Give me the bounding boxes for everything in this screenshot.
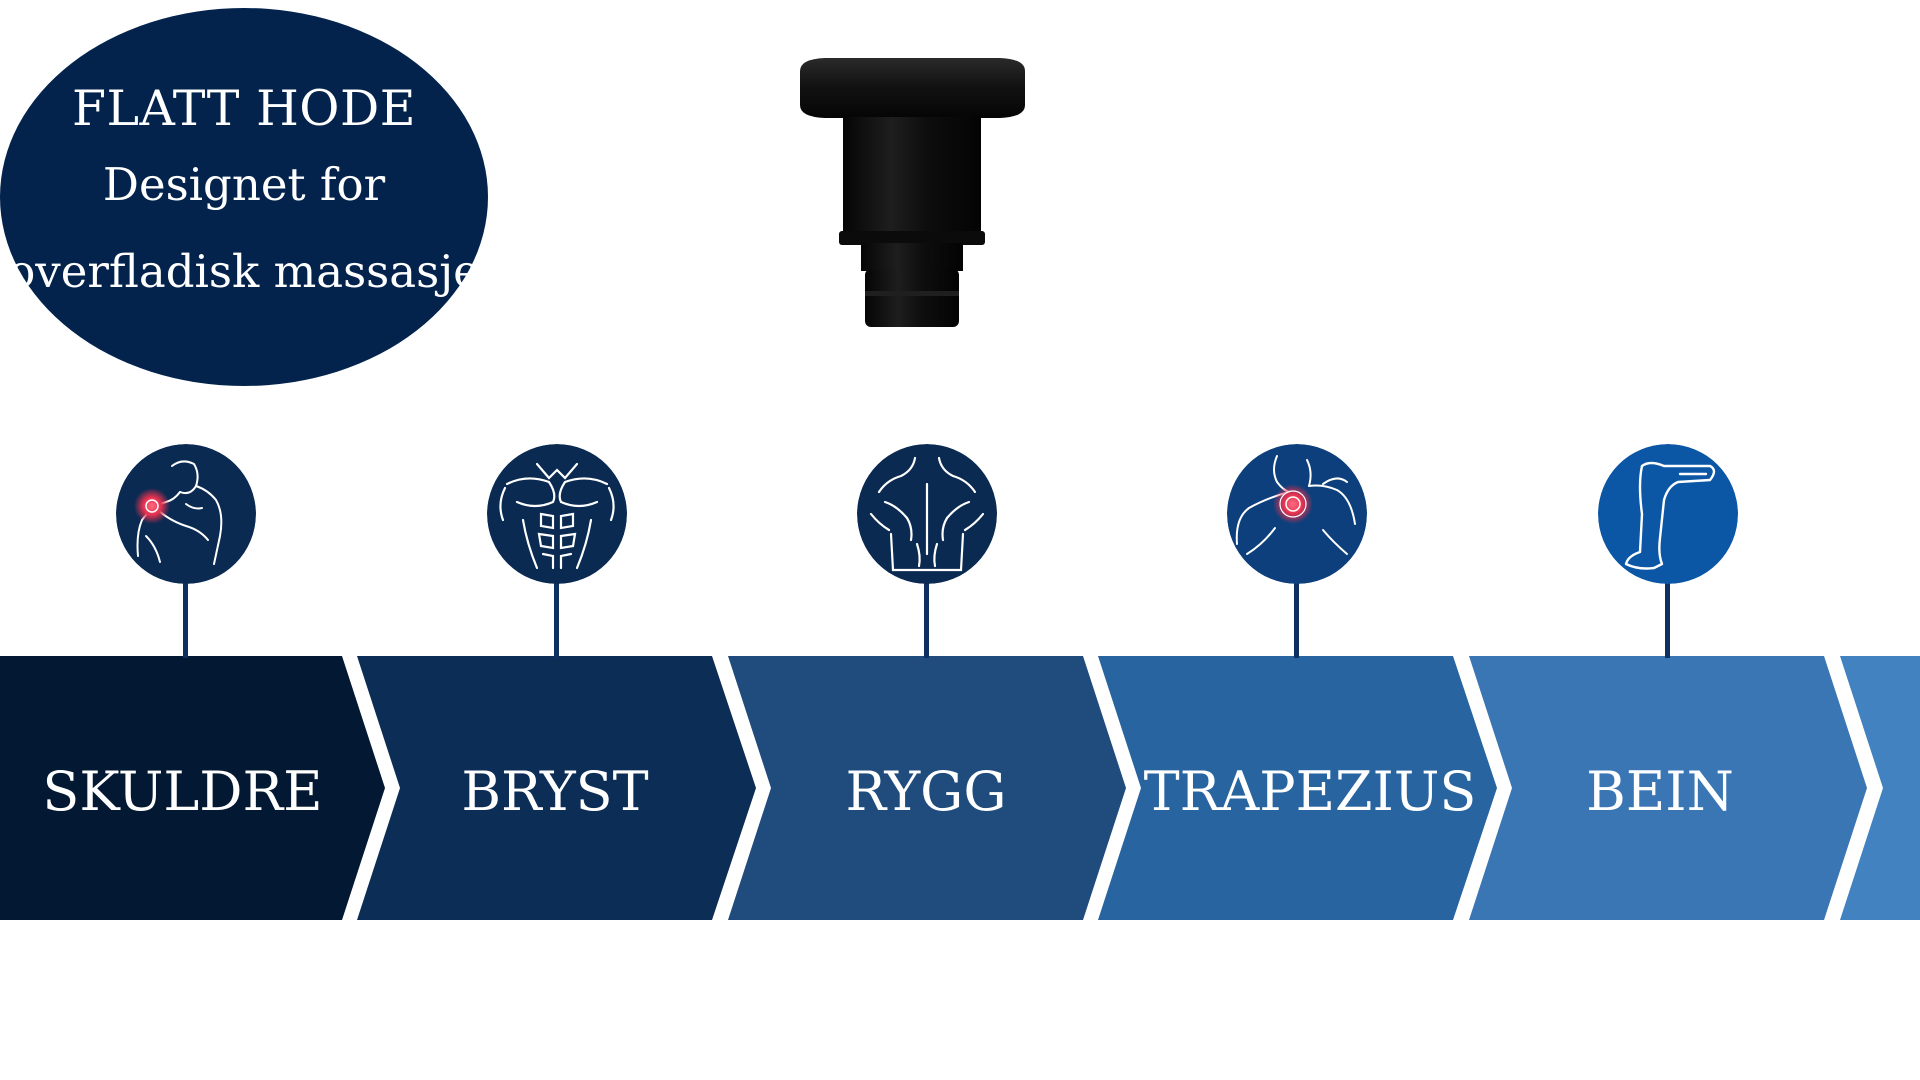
connector-trapezius — [1294, 578, 1299, 658]
connector-bein — [1665, 578, 1670, 658]
label-bein: BEIN — [1586, 760, 1734, 823]
arrow-bein — [1469, 656, 1867, 920]
arrow-bryst — [357, 656, 756, 920]
arrow-rygg — [728, 656, 1126, 920]
title-subtitle-line1: Designet for — [102, 158, 386, 211]
title-oval: FLATT HODE Designet for overfladisk mass… — [0, 8, 488, 386]
arrow-trapezius — [1098, 656, 1497, 920]
arrow-trailing — [1840, 656, 1920, 920]
label-bryst: BRYST — [461, 760, 649, 823]
back-icon — [857, 444, 997, 584]
arrow-skuldre — [0, 656, 385, 920]
connector-rygg — [924, 578, 929, 658]
label-skuldre: SKULDRE — [42, 760, 323, 823]
label-rygg: RYGG — [845, 760, 1007, 823]
connector-skuldre — [183, 578, 188, 658]
shoulder-icon — [116, 444, 256, 584]
title-heading: FLATT HODE — [71, 80, 417, 137]
flat-massage-head-icon — [800, 58, 1025, 327]
trapezius-icon — [1227, 444, 1367, 584]
title-subtitle-line2: overfladisk massasje — [8, 245, 480, 298]
body-area-arrows — [0, 656, 1920, 920]
leg-icon — [1598, 444, 1738, 584]
chest-icon — [487, 444, 627, 584]
connector-bryst — [554, 578, 559, 658]
label-trapezius: TRAPEZIUS — [1143, 760, 1477, 823]
